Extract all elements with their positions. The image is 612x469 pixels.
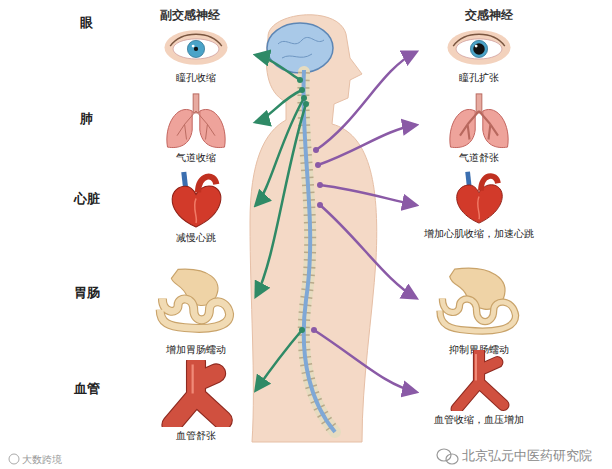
effect-caption: 气道舒张: [459, 152, 499, 164]
body-silhouette: [250, 15, 377, 442]
organ-figure: 瞳孔收缩: [140, 26, 252, 84]
gut-illustration: [140, 256, 252, 341]
gut-illustration: [418, 256, 540, 341]
effect-caption: 减慢心跳: [176, 232, 216, 244]
brain-folds: [278, 37, 324, 58]
parasympathetic-ganglia: [297, 77, 309, 333]
sympathetic-ganglia: [311, 147, 323, 333]
effect-caption: 瞳孔收缩: [176, 72, 216, 84]
organ-figure: 瞳孔扩张: [418, 26, 540, 84]
effect-caption: 增加心肌收缩，加速心跳: [424, 228, 534, 240]
column-heading: 副交感神经: [160, 7, 220, 24]
organ-figure: 增加心肌收缩，加速心跳: [418, 168, 540, 240]
effect-caption: 增加胃肠蠕动: [166, 344, 226, 356]
sympathetic-nerves: [314, 52, 416, 392]
organ-figure: 血管收缩，血压增加: [418, 350, 540, 426]
parasympathetic-nerves: [256, 55, 306, 390]
organ-figure: 减慢心跳: [140, 168, 252, 244]
organ-figure: 抑制胃肠蠕动: [418, 256, 540, 356]
organ-figure: 气道舒张: [418, 92, 540, 164]
row-label: 胃肠: [74, 284, 100, 302]
organ-figure: 增加胃肠蠕动: [140, 256, 252, 356]
effect-caption: 瞳孔扩张: [459, 72, 499, 84]
watermark-icon: [437, 449, 458, 464]
vessel-illustration: [140, 360, 252, 427]
row-label: 肺: [80, 110, 93, 128]
heart-illustration: [418, 168, 540, 225]
organ-figure: 气道收缩: [140, 92, 252, 164]
watermark: 大数跨境: [22, 453, 62, 467]
row-label: 心脏: [74, 190, 100, 208]
column-heading: 交感神经: [465, 7, 513, 24]
lung-illustration: [418, 92, 540, 149]
effect-caption: 血管舒张: [176, 430, 216, 442]
eye-illustration: [418, 26, 540, 69]
watermark-icon: [9, 454, 19, 464]
effect-caption: 血管收缩，血压增加: [434, 414, 524, 426]
spinal-cord: [303, 70, 335, 432]
row-label: 血管: [74, 380, 100, 398]
organ-figure: 血管舒张: [140, 360, 252, 442]
eye-illustration: [140, 26, 252, 69]
effect-caption: 气道收缩: [176, 152, 216, 164]
lung-illustration: [140, 92, 252, 149]
heart-illustration: [140, 168, 252, 229]
vessel-illustration: [418, 350, 540, 411]
row-label: 眼: [80, 14, 93, 32]
watermark: 北京弘元中医药研究院: [462, 447, 592, 465]
